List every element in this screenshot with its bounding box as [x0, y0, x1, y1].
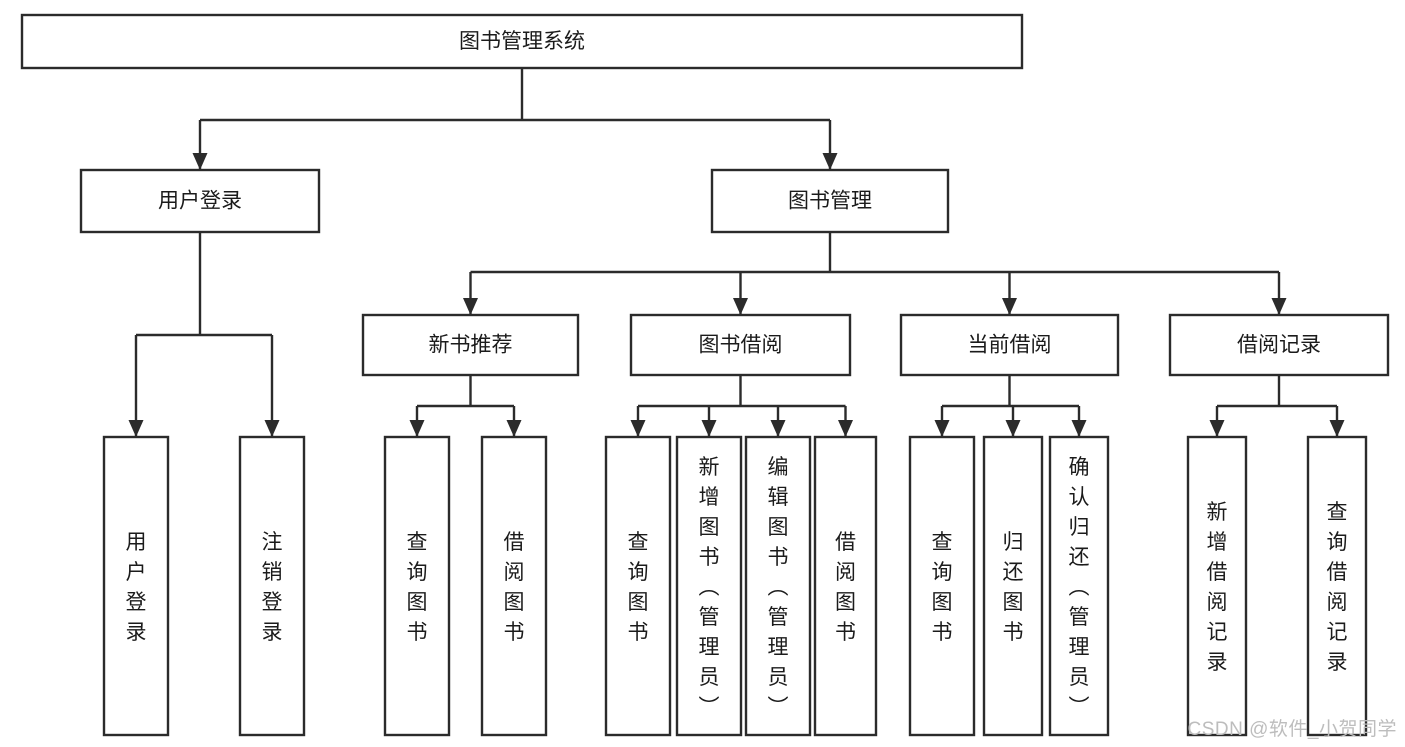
node-root[interactable]: 图书管理系统 [20, 13, 1024, 70]
book-borrow-to-leaves-arrow-3 [838, 420, 853, 437]
node-leaf-borrow-add-box [675, 435, 743, 737]
node-leaf-user-login-box [102, 435, 170, 737]
node-leaf-current-confirm[interactable]: 确认归还︵管理员︶ [1048, 435, 1110, 737]
node-leaf-user-login-label: 用户登录 [126, 531, 147, 644]
node-leaf-record-add[interactable]: 新增借阅记录 [1186, 435, 1248, 737]
node-leaf-borrow-do[interactable]: 借阅图书 [813, 435, 878, 737]
node-leaf-borrow-add[interactable]: 新增图书︵管理员︶ [675, 435, 743, 737]
node-leaf-record-add-label: 新增借阅记录 [1207, 501, 1228, 674]
current-borrow-to-leaves-arrow-0 [934, 420, 950, 437]
edges-layer [128, 68, 1345, 437]
node-leaf-current-query-label: 查询图书 [932, 531, 953, 644]
node-book-borrow[interactable]: 图书借阅 [629, 313, 852, 377]
book-manage-to-level3-arrow-0 [463, 298, 478, 315]
node-leaf-record-query-label: 查询借阅记录 [1327, 501, 1348, 674]
node-leaf-user-logout-box [238, 435, 306, 737]
book-borrow-to-leaves-arrow-1 [701, 420, 717, 437]
node-book-manage-label: 图书管理 [788, 190, 872, 213]
node-new-book-rec-label: 新书推荐 [429, 334, 513, 357]
node-leaf-borrow-edit[interactable]: 编辑图书︵管理员︶ [744, 435, 812, 737]
node-leaf-rec-borrow-label: 借阅图书 [504, 531, 525, 644]
book-borrow-to-leaves-arrow-0 [630, 420, 646, 437]
current-borrow-to-leaves-arrow-2 [1071, 420, 1087, 437]
node-leaf-record-query-box [1306, 435, 1368, 737]
node-leaf-current-return-box [982, 435, 1044, 737]
node-leaf-rec-query[interactable]: 查询图书 [383, 435, 451, 737]
node-leaf-current-confirm-label: 确认归还︵管理员︶ [1069, 456, 1090, 719]
node-borrow-record-box [1168, 313, 1390, 377]
node-borrow-record-label: 借阅记录 [1237, 334, 1321, 357]
book-manage-to-level3-arrow-1 [733, 298, 748, 315]
user-login-to-leaves-arrow-0 [128, 420, 144, 437]
node-leaf-rec-query-box [383, 435, 451, 737]
node-user-login[interactable]: 用户登录 [79, 168, 321, 234]
node-leaf-current-return-label: 归还图书 [1003, 531, 1024, 644]
node-user-login-label: 用户登录 [158, 190, 242, 213]
node-leaf-user-logout[interactable]: 注销登录 [238, 435, 306, 737]
node-leaf-borrow-query-label: 查询图书 [628, 531, 649, 644]
node-book-borrow-box [629, 313, 852, 377]
node-leaf-user-logout-label: 注销登录 [262, 531, 283, 644]
node-book-manage-box [710, 168, 950, 234]
new-book-rec-to-leaves-arrow-0 [409, 420, 425, 437]
book-borrow-to-leaves-arrow-2 [770, 420, 786, 437]
node-current-borrow-label: 当前借阅 [968, 334, 1052, 357]
node-leaf-current-query[interactable]: 查询图书 [908, 435, 976, 737]
node-current-borrow[interactable]: 当前借阅 [899, 313, 1120, 377]
node-user-login-box [79, 168, 321, 234]
node-leaf-borrow-edit-box [744, 435, 812, 737]
node-root-box [20, 13, 1024, 70]
node-leaf-borrow-edit-label: 编辑图书︵管理员︶ [768, 456, 789, 719]
node-leaf-current-confirm-box [1048, 435, 1110, 737]
borrow-record-to-leaves-arrow-0 [1209, 420, 1225, 437]
node-leaf-borrow-add-label: 新增图书︵管理员︶ [699, 456, 720, 719]
root-to-level2-arrow-1 [822, 153, 838, 170]
node-leaf-rec-borrow-box [480, 435, 548, 737]
node-new-book-rec[interactable]: 新书推荐 [361, 313, 580, 377]
node-leaf-borrow-query[interactable]: 查询图书 [604, 435, 672, 737]
node-leaf-current-return[interactable]: 归还图书 [982, 435, 1044, 737]
node-root-label: 图书管理系统 [459, 30, 585, 53]
book-manage-to-level3-arrow-3 [1271, 298, 1287, 315]
node-leaf-rec-query-label: 查询图书 [407, 531, 428, 644]
current-borrow-to-leaves-arrow-1 [1005, 420, 1021, 437]
node-leaf-current-query-box [908, 435, 976, 737]
node-leaf-user-login[interactable]: 用户登录 [102, 435, 170, 737]
new-book-rec-to-leaves-arrow-1 [506, 420, 522, 437]
csdn-watermark: CSDN @软件_小贺同学 [1187, 719, 1397, 740]
user-login-to-leaves-arrow-1 [264, 420, 280, 437]
node-leaf-borrow-do-label: 借阅图书 [835, 531, 856, 644]
node-leaf-rec-borrow[interactable]: 借阅图书 [480, 435, 548, 737]
root-to-level2-arrow-0 [192, 153, 208, 170]
nodes-layer: 图书管理系统用户登录图书管理新书推荐图书借阅当前借阅借阅记录用户登录注销登录查询… [20, 13, 1390, 737]
borrow-record-to-leaves-arrow-1 [1329, 420, 1345, 437]
node-book-manage[interactable]: 图书管理 [710, 168, 950, 234]
node-leaf-record-add-box [1186, 435, 1248, 737]
node-leaf-record-query[interactable]: 查询借阅记录 [1306, 435, 1368, 737]
node-book-borrow-label: 图书借阅 [699, 334, 783, 357]
node-leaf-borrow-do-box [813, 435, 878, 737]
node-leaf-borrow-query-box [604, 435, 672, 737]
book-manage-to-level3-arrow-2 [1002, 298, 1017, 315]
node-current-borrow-box [899, 313, 1120, 377]
node-new-book-rec-box [361, 313, 580, 377]
node-borrow-record[interactable]: 借阅记录 [1168, 313, 1390, 377]
